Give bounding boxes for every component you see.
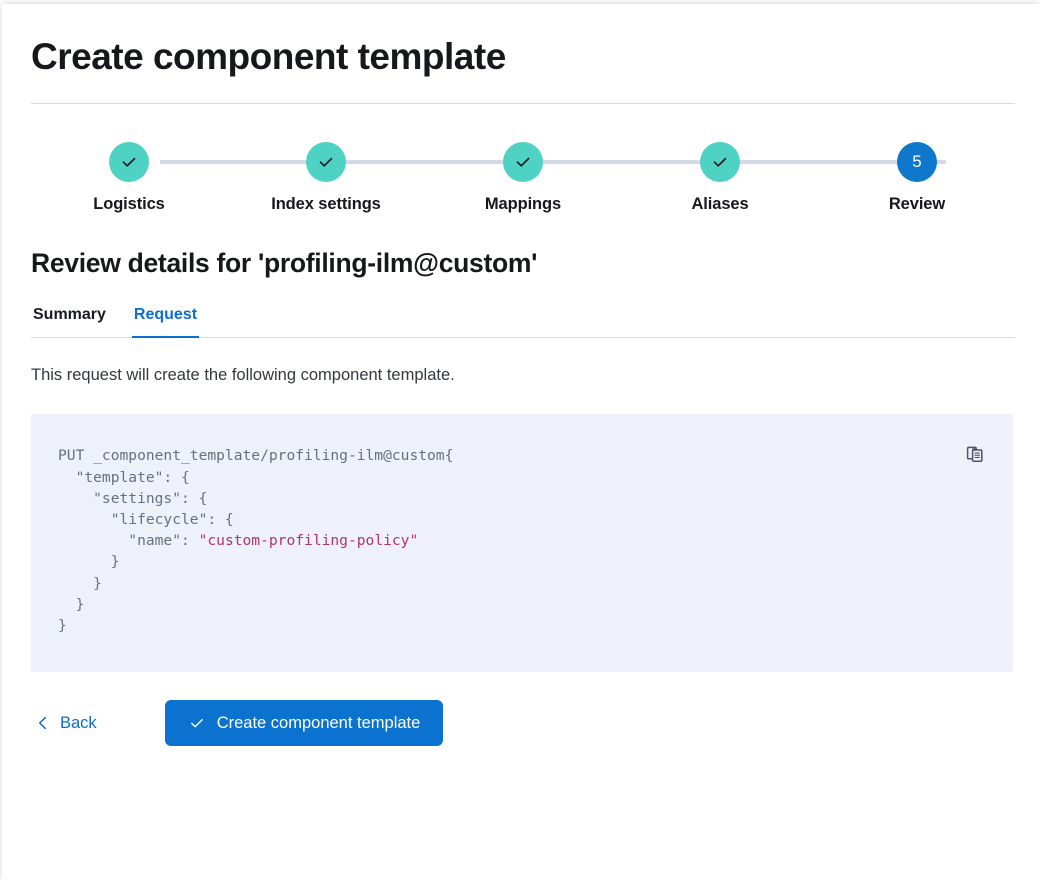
request-policy-value: "custom-profiling-policy"	[198, 532, 419, 550]
back-button[interactable]: Back	[31, 708, 107, 739]
request-code: PUT _component_template/profiling-ilm@cu…	[31, 414, 1013, 637]
step-index-settings-marker	[306, 142, 346, 183]
step-review-marker: 5	[897, 142, 937, 183]
review-tabs: Summary Request	[31, 306, 1015, 339]
page-title: Create component template	[31, 36, 506, 77]
wizard-footer: Back Create component template	[31, 700, 1015, 747]
step-review-number: 5	[912, 152, 922, 172]
header-divider	[31, 103, 1015, 105]
request-method-line: PUT _component_template/profiling-ilm@cu…	[58, 447, 445, 465]
tab-request[interactable]: Request	[131, 306, 200, 339]
step-review-label: Review	[888, 195, 946, 214]
request-description: This request will create the following c…	[31, 366, 455, 385]
request-body-tail: } } } }	[58, 553, 120, 634]
request-code-panel: PUT _component_template/profiling-ilm@cu…	[31, 414, 1013, 673]
create-component-template-button[interactable]: Create component template	[164, 700, 444, 747]
chevron-left-icon	[35, 715, 51, 731]
step-mappings-label: Mappings	[484, 195, 562, 214]
step-mappings[interactable]: Mappings	[425, 142, 621, 214]
page-body: Create component template Logist	[31, 4, 1015, 747]
wizard-stepper: Logistics Index settings	[31, 142, 1015, 226]
check-icon	[119, 152, 139, 172]
review-heading: Review details for 'profiling-ilm@custom…	[31, 248, 538, 279]
copy-button[interactable]	[959, 438, 991, 470]
step-review[interactable]: 5 Review	[819, 142, 1015, 214]
check-icon	[188, 714, 206, 732]
step-logistics-label: Logistics	[93, 195, 165, 214]
step-logistics[interactable]: Logistics	[31, 142, 227, 214]
step-aliases-marker	[700, 142, 740, 183]
step-index-settings[interactable]: Index settings	[228, 142, 424, 214]
step-track: Logistics Index settings	[31, 142, 1015, 214]
tab-summary[interactable]: Summary	[31, 306, 108, 338]
step-connector-3	[553, 160, 750, 165]
step-aliases-label: Aliases	[691, 195, 749, 214]
step-logistics-marker	[109, 142, 149, 183]
step-index-settings-label: Index settings	[271, 195, 381, 214]
step-aliases[interactable]: Aliases	[622, 142, 818, 214]
back-button-label: Back	[60, 713, 97, 732]
step-mappings-marker	[503, 142, 543, 183]
copy-icon	[965, 444, 985, 464]
check-icon	[710, 152, 730, 172]
step-connector-2	[357, 160, 553, 165]
create-component-template-label: Create component template	[216, 713, 421, 732]
check-icon	[316, 152, 336, 172]
check-icon	[513, 152, 533, 172]
request-body-head: { "template": { "settings": { "lifecycle…	[75, 447, 454, 550]
step-connector-1	[160, 160, 357, 165]
step-connector-4	[750, 160, 946, 165]
app-window: Create component template Logist	[2, 4, 1040, 881]
